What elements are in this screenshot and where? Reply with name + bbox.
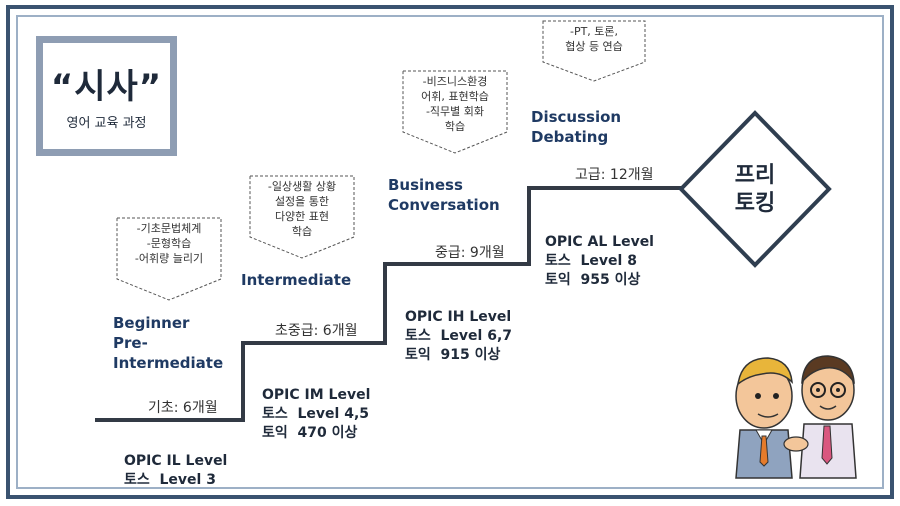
test-im-opic: OPIC IM Level [262, 387, 371, 403]
level-business: Business Conversation [388, 175, 500, 215]
test-al-opic: OPIC AL Level [545, 234, 654, 250]
note-intermediate-shape [249, 175, 355, 259]
test-ih-toeic: 토익 915 이상 [405, 347, 501, 363]
duration-mid: 중급: 9개월 [433, 242, 507, 262]
right-man [799, 355, 857, 479]
title-box: “시사” 영어 교육 과정 [36, 36, 177, 156]
test-ih: OPIC IH Level 토스 Level 6,7 토익 915 이상 [405, 308, 512, 365]
riser-3 [527, 186, 531, 266]
title-main: “시사” [50, 67, 163, 107]
test-il-opic: OPIC IL Level [124, 453, 228, 469]
note-business-shape [402, 70, 508, 154]
level-beginner: Beginner Pre- Intermediate [113, 313, 223, 373]
level-discussion: Discussion Debating [531, 107, 621, 147]
note-discussion: -PT, 토론, 협상 등 연습 [542, 20, 646, 82]
riser-2 [383, 262, 387, 345]
test-im: OPIC IM Level 토스 Level 4,5 토익 470 이상 [262, 386, 370, 443]
level-business-line1: Business [388, 176, 463, 194]
note-business-line2: 어휘, 표현학습 [421, 90, 489, 103]
note-intermediate-line2: 설정을 통한 [274, 195, 330, 208]
note-beginner-line1: -기초문법체계 [136, 222, 202, 235]
test-im-toeic: 토익 470 이상 [262, 425, 358, 441]
step-3 [383, 262, 531, 266]
level-discussion-line2: Debating [531, 128, 609, 146]
test-al: OPIC AL Level 토스 Level 8 토익 955 이상 [545, 233, 654, 290]
note-beginner-shape [116, 217, 222, 301]
left-man [735, 357, 793, 479]
duration-basic: 기초: 6개월 [146, 397, 220, 417]
goal-diamond-shape [678, 110, 832, 268]
note-intermediate: -일상생활 상황 설정을 통한 다양한 표현 학습 [249, 175, 355, 259]
level-beginner-line3: Intermediate [113, 354, 224, 372]
step-2 [241, 341, 387, 345]
note-beginner-line3: -어휘량 늘리기 [134, 252, 204, 265]
goal-line1: 프리 [734, 163, 776, 188]
note-beginner-line2: -문형학습 [146, 237, 192, 250]
level-business-line2: Conversation [388, 196, 500, 214]
step-4 [527, 186, 687, 190]
note-discussion-shape [542, 20, 646, 82]
note-discussion-line2: 협상 등 연습 [565, 40, 623, 53]
note-intermediate-line3: 다양한 표현 [274, 210, 330, 223]
handshake-illustration [735, 355, 857, 479]
level-beginner-line1: Beginner [113, 314, 190, 332]
test-al-toeic: 토익 955 이상 [545, 272, 641, 288]
riser-1 [241, 341, 245, 422]
level-intermediate: Intermediate [241, 271, 352, 289]
level-beginner-line2: Pre- [113, 334, 148, 352]
goal-text: 프리 토킹 [678, 162, 832, 218]
test-ih-opic: OPIC IH Level [405, 309, 512, 325]
note-intermediate-line4: 학습 [291, 225, 313, 238]
test-il-toss: 토스 Level 3 [124, 472, 216, 488]
title-sub: 영어 교육 과정 [66, 116, 147, 131]
note-business-line1: -비즈니스환경 [422, 75, 488, 88]
note-discussion-line1: -PT, 토론, [569, 25, 619, 38]
test-im-toss: 토스 Level 4,5 [262, 406, 370, 422]
goal-diamond: 프리 토킹 [678, 110, 832, 268]
duration-pre-mid: 초중급: 6개월 [273, 320, 360, 340]
duration-advanced: 고급: 12개월 [573, 164, 656, 184]
test-il: OPIC IL Level 토스 Level 3 [124, 452, 227, 490]
note-intermediate-line1: -일상생활 상황 [267, 180, 337, 193]
inner-frame [16, 15, 884, 489]
note-business-line4: 학습 [444, 120, 466, 133]
note-beginner: -기초문법체계 -문형학습 -어휘량 늘리기 [116, 217, 222, 301]
step-1 [95, 418, 245, 422]
test-ih-toss: 토스 Level 6,7 [405, 328, 513, 344]
handshake-hands [783, 436, 809, 452]
test-al-toss: 토스 Level 8 [545, 253, 637, 269]
note-business: -비즈니스환경 어휘, 표현학습 -직무별 회화 학습 [402, 70, 508, 154]
goal-line2: 토킹 [734, 191, 776, 216]
level-discussion-line1: Discussion [531, 108, 622, 126]
note-business-line3: -직무별 회화 [425, 105, 485, 118]
